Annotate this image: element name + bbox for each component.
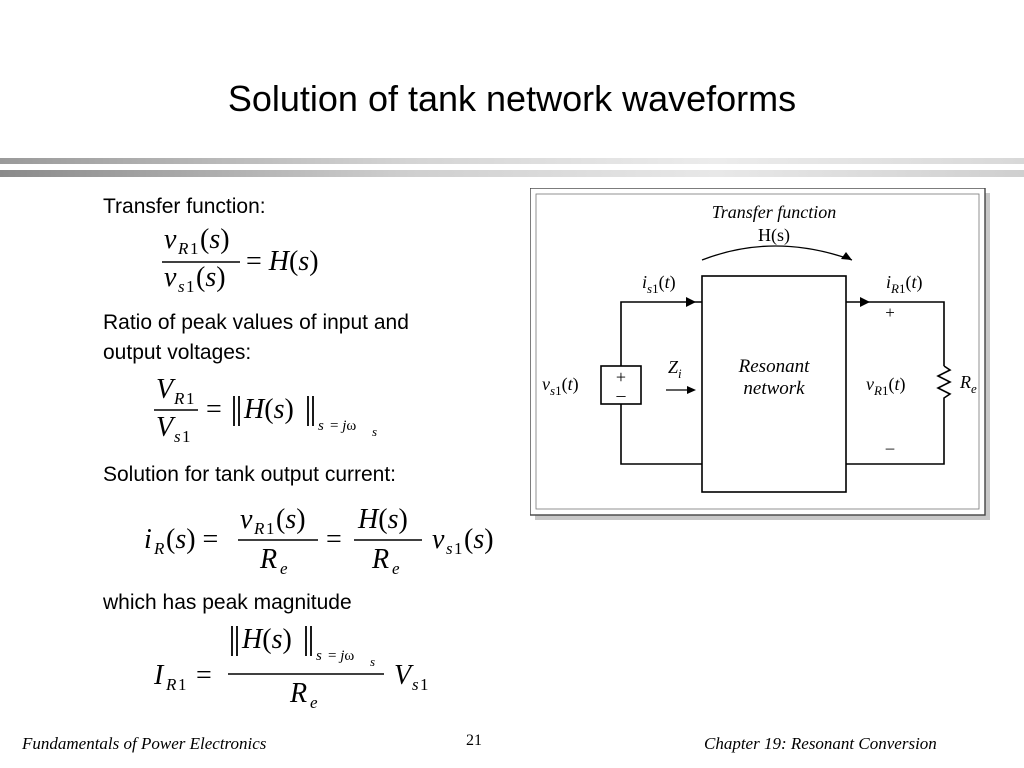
output-current-arrow xyxy=(860,297,870,307)
svg-text:v: v xyxy=(240,504,253,535)
transfer-function-symbol: H(s) xyxy=(758,225,790,246)
equation-transfer-function: v R 1 (s) v s 1 (s) = H(s) xyxy=(160,220,360,300)
svg-text:H(s): H(s) xyxy=(241,624,292,655)
voltage-source xyxy=(600,365,642,405)
resonant-network-block xyxy=(701,275,847,493)
source-plus: + xyxy=(616,367,626,387)
svg-text:(s) =: (s) = xyxy=(166,524,218,555)
output-wire-bottom xyxy=(846,402,945,465)
svg-text:s: s xyxy=(174,427,181,446)
svg-text:s: s xyxy=(446,539,453,558)
svg-text:(s): (s) xyxy=(196,262,226,293)
svg-text:=: = xyxy=(196,660,212,691)
svg-text:R: R xyxy=(259,544,277,575)
svg-text:1: 1 xyxy=(454,539,463,558)
svg-text:R: R xyxy=(371,544,389,575)
block-label-line1: Resonant xyxy=(738,356,810,377)
svg-text:R: R xyxy=(177,239,189,258)
svg-text:s: s xyxy=(318,418,324,434)
peak-magnitude-label: which has peak magnitude xyxy=(103,591,352,614)
svg-text:(s): (s) xyxy=(200,224,230,255)
source-minus: – xyxy=(616,385,627,405)
output-minus: – xyxy=(885,438,895,457)
svg-text:I: I xyxy=(153,660,165,691)
svg-text:1: 1 xyxy=(186,277,195,296)
svg-text:(s): (s) xyxy=(464,524,494,555)
output-plus: + xyxy=(885,303,895,322)
svg-text:= H(s): = H(s) xyxy=(246,246,319,277)
svg-text:= jω: = jω xyxy=(330,418,356,434)
input-wire-bottom xyxy=(620,404,702,465)
footer-chapter: Chapter 19: Resonant Conversion xyxy=(704,734,937,753)
transfer-arrow xyxy=(701,245,853,261)
load-resistor xyxy=(936,365,952,402)
svg-text:= jω: = jω xyxy=(328,648,354,664)
svg-text:e: e xyxy=(392,559,400,578)
equation-peak-current: I R 1 = H(s) s = jω s R e V s 1 xyxy=(152,620,452,718)
footer-book-title: Fundamentals of Power Electronics xyxy=(22,734,267,753)
ratio-label-line2: output voltages: xyxy=(103,341,252,364)
ratio-label-line1: Ratio of peak values of input and xyxy=(103,311,409,334)
svg-text:1: 1 xyxy=(178,675,187,694)
svg-text:=: = xyxy=(326,524,342,555)
svg-text:R: R xyxy=(289,678,307,709)
svg-text:v: v xyxy=(432,524,445,555)
svg-text:e: e xyxy=(280,559,288,578)
svg-text:1: 1 xyxy=(190,239,199,258)
svg-text:v: v xyxy=(164,262,177,293)
svg-text:i: i xyxy=(144,524,152,555)
svg-text:=: = xyxy=(206,394,222,425)
svg-text:V: V xyxy=(156,374,176,405)
svg-text:R: R xyxy=(153,539,165,558)
page-number: 21 xyxy=(466,732,482,749)
equation-peak-ratio: V R 1 V s 1 = H(s) s = jω s xyxy=(152,370,412,450)
svg-text:1: 1 xyxy=(182,427,191,446)
input-wire-top xyxy=(620,301,702,366)
svg-text:V: V xyxy=(156,412,176,443)
svg-text:V: V xyxy=(394,660,414,691)
svg-text:H(s): H(s) xyxy=(357,504,408,535)
input-current-arrow xyxy=(686,297,696,307)
transfer-function-label: Transfer function: xyxy=(103,195,266,218)
solution-label: Solution for tank output current: xyxy=(103,463,397,486)
svg-text:R: R xyxy=(165,675,177,694)
svg-text:s: s xyxy=(370,654,375,669)
svg-text:1: 1 xyxy=(186,389,195,408)
svg-text:R: R xyxy=(253,519,265,538)
svg-text:H(s): H(s) xyxy=(243,394,294,425)
block-label-line2: network xyxy=(743,378,805,399)
svg-text:s: s xyxy=(372,424,377,439)
resonant-network-figure: Transfer function H(s) Resonant network … xyxy=(529,187,990,520)
equation-output-current: i R (s) = v R 1 (s) R e = H(s) R e v s 1… xyxy=(142,498,512,586)
svg-text:(s): (s) xyxy=(276,504,306,535)
slide-title: Solution of tank network waveforms xyxy=(227,78,797,119)
output-wire-top xyxy=(846,301,945,366)
svg-text:v: v xyxy=(164,224,177,255)
svg-text:s: s xyxy=(412,675,419,694)
title-rule-lower xyxy=(0,170,1024,177)
svg-text:1: 1 xyxy=(266,519,275,538)
transfer-function-caption: Transfer function xyxy=(712,202,837,222)
svg-text:e: e xyxy=(310,693,318,712)
title-rule-upper xyxy=(0,158,1024,164)
svg-text:1: 1 xyxy=(420,675,429,694)
svg-text:R: R xyxy=(173,389,185,408)
svg-text:s: s xyxy=(178,277,185,296)
svg-text:s: s xyxy=(316,648,322,664)
